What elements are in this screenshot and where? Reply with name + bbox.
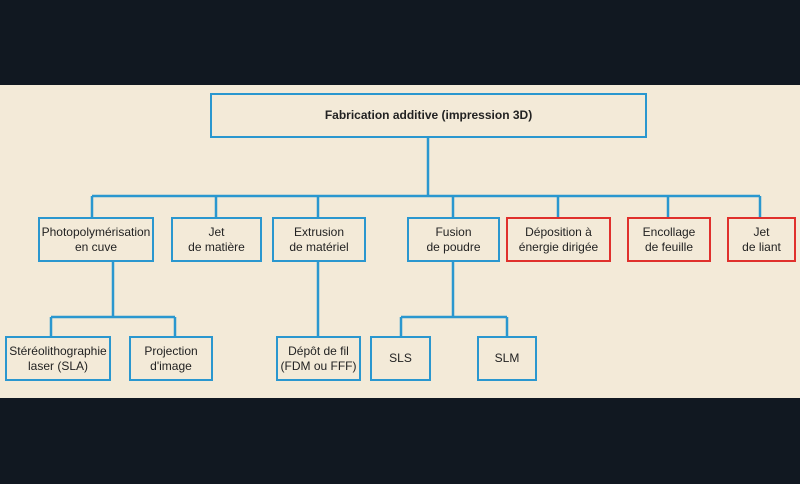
- node-projection-image: Projection d'image: [129, 336, 213, 381]
- root-node: Fabrication additive (impression 3D): [210, 93, 647, 138]
- node-slm: SLM: [477, 336, 537, 381]
- node-jet-liant: Jet de liant: [727, 217, 796, 262]
- node-fusion-poudre: Fusion de poudre: [407, 217, 500, 262]
- node-extrusion: Extrusion de matériel: [272, 217, 366, 262]
- photopolymerisation-connector: [49, 261, 177, 336]
- node-jet-matiere: Jet de matière: [171, 217, 262, 262]
- node-deposition-energie: Déposition à énergie dirigée: [506, 217, 611, 262]
- node-sla: Stéréolithographie laser (SLA): [5, 336, 111, 381]
- root-connector: [90, 137, 762, 217]
- node-encollage-feuille: Encollage de feuille: [627, 217, 711, 262]
- fusion-connector: [399, 261, 509, 336]
- node-depot-fil: Dépôt de fil (FDM ou FFF): [276, 336, 361, 381]
- node-sls: SLS: [370, 336, 431, 381]
- node-photopolymerisation: Photopolymérisation en cuve: [38, 217, 154, 262]
